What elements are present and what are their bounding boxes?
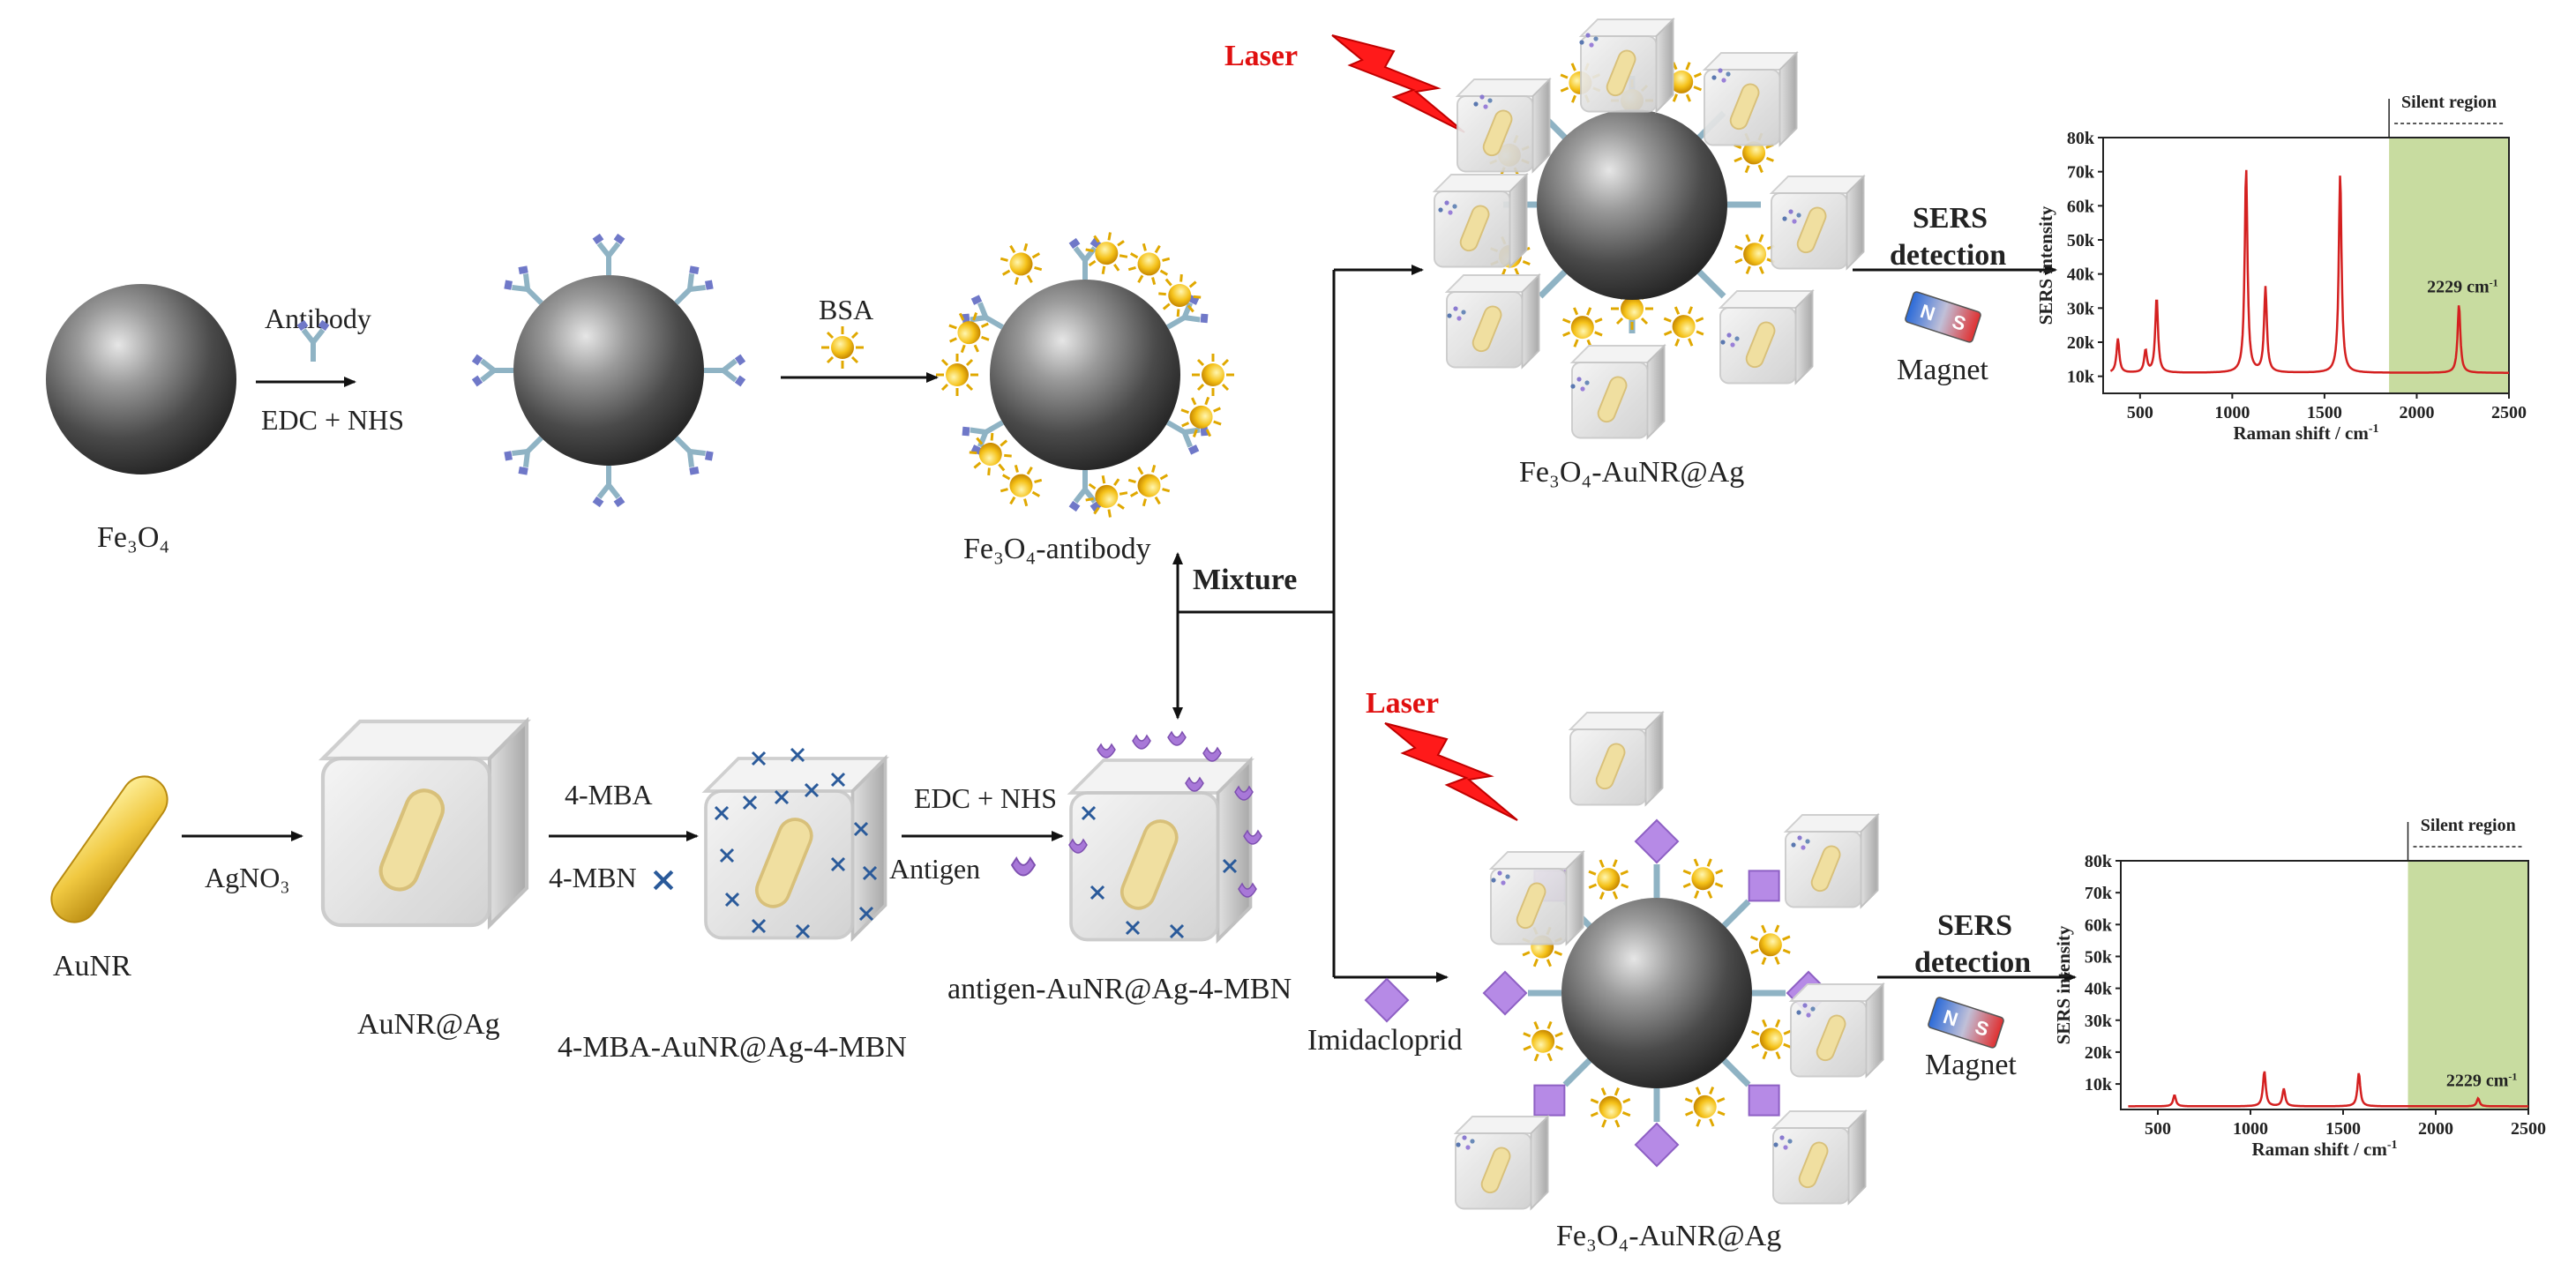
y-tick-label: 70k bbox=[2067, 163, 2095, 183]
silent-region-band bbox=[2389, 138, 2509, 393]
x-tick-label: 1000 bbox=[2214, 403, 2250, 422]
magnet-bottom-label: Magnet bbox=[1925, 1049, 2017, 1081]
sers-bottom-label-2: detection bbox=[1914, 946, 2031, 979]
spectrum-line bbox=[2109, 169, 2509, 374]
laser-top-label: Laser bbox=[1224, 40, 1298, 72]
antibody-reagent-label: Antibody bbox=[265, 303, 371, 334]
x-tick-label: 2000 bbox=[2418, 1119, 2453, 1139]
y-tick-label: 10k bbox=[2085, 1075, 2113, 1094]
mixture-connector bbox=[1172, 265, 1449, 982]
y-axis-title: SERS intensity bbox=[2035, 205, 2056, 325]
fe3o4-antibody-conjugate bbox=[934, 227, 1236, 523]
x-tick-label: 2500 bbox=[2511, 1119, 2546, 1139]
y-tick-label: 30k bbox=[2085, 1012, 2113, 1031]
fe3o4-with-antibodies bbox=[472, 234, 745, 507]
y-axis-title: SERS intensity bbox=[2053, 925, 2074, 1044]
product-bottom-label: Fe₃O₄-AuNR@Ag bbox=[1556, 1220, 1781, 1252]
laser-bottom-icon bbox=[1384, 722, 1518, 821]
laser-top-icon bbox=[1331, 34, 1465, 133]
imidacloprid-label: Imidacloprid bbox=[1307, 1024, 1463, 1057]
fe3o4-aunr-ag-bottom-assembly bbox=[1455, 814, 1884, 1210]
product-top-label: Fe₃O₄-AuNR@Ag bbox=[1519, 456, 1744, 489]
y-tick-label: 80k bbox=[2067, 129, 2095, 148]
y-tick-label: 10k bbox=[2067, 368, 2095, 387]
spectrum-line bbox=[2128, 1071, 2528, 1108]
x-tick-label: 500 bbox=[2127, 403, 2153, 422]
magnet-top-label: Magnet bbox=[1897, 354, 1988, 386]
antigen-aunr-ag-mbn-particle bbox=[1068, 731, 1262, 942]
mbn-icon bbox=[655, 871, 672, 889]
magnet-bottom-icon: N S bbox=[1928, 997, 2004, 1049]
mba-label: 4-MBA bbox=[565, 779, 653, 811]
fe3o4-antibody-label: Fe₃O₄-antibody bbox=[963, 533, 1151, 565]
silent-region-band bbox=[2408, 861, 2528, 1109]
x-axis-title: Raman shift / cm-1 bbox=[2233, 422, 2378, 444]
fe3o4-label: Fe₃O₄ bbox=[97, 521, 169, 554]
edc-nhs-label-2: EDC + NHS bbox=[914, 782, 1057, 814]
y-tick-label: 60k bbox=[2067, 197, 2095, 216]
y-tick-label: 40k bbox=[2085, 980, 2113, 999]
x-tick-label: 500 bbox=[2145, 1119, 2171, 1139]
y-tick-label: 60k bbox=[2085, 915, 2113, 935]
plot-frame bbox=[2120, 860, 2529, 1110]
x-tick-label: 2000 bbox=[2399, 403, 2434, 422]
svg-text:N: N bbox=[1941, 1005, 1961, 1031]
silent-region-label: Silent region bbox=[2401, 93, 2497, 112]
aunr-nanorod bbox=[50, 775, 168, 923]
agno3-label: AgNO₃ bbox=[205, 862, 289, 893]
y-tick-label: 20k bbox=[2067, 333, 2095, 353]
bsa-label: BSA bbox=[819, 294, 873, 325]
plot-frame bbox=[2102, 137, 2510, 394]
sers-spectrum-bottom: 10k 20k 30k 40k 50k 60k 70k 80k 500 1000 1500 2000 2… bbox=[2053, 816, 2546, 1160]
x-tick-label: 1000 bbox=[2233, 1119, 2268, 1139]
mba-aunr-ag-mbn-label: 4-MBA-AuNR@Ag-4-MBN bbox=[558, 1031, 907, 1064]
y-tick-label: 50k bbox=[2085, 947, 2113, 967]
laser-bottom-label: Laser bbox=[1366, 687, 1439, 720]
mba-aunr-ag-mbn-particle bbox=[704, 747, 887, 940]
free-aunr-ag-probe bbox=[1569, 712, 1664, 806]
peak-annotation: 2229 cm-1 bbox=[2427, 276, 2498, 296]
x-tick-label: 2500 bbox=[2491, 403, 2527, 422]
aunr-label: AuNR bbox=[53, 950, 131, 982]
bsa-icon bbox=[820, 325, 865, 370]
fe3o4-nanoparticle bbox=[46, 284, 236, 474]
imidacloprid-icon bbox=[1364, 977, 1410, 1023]
x-tick-label: 1500 bbox=[2307, 403, 2342, 422]
mbn-label: 4-MBN bbox=[549, 862, 637, 893]
y-tick-label: 20k bbox=[2085, 1043, 2113, 1063]
aunr-ag-label: AuNR@Ag bbox=[357, 1008, 500, 1041]
sers-bottom-label-1: SERS bbox=[1937, 909, 2012, 942]
antigen-icon bbox=[1011, 857, 1036, 877]
sers-spectrum-top: 10k 20k 30k 40k 50k 60k 70k 80k 500 1000 1500 2000 2… bbox=[2035, 93, 2527, 444]
y-tick-label: 40k bbox=[2067, 265, 2095, 285]
y-tick-label: 80k bbox=[2085, 852, 2113, 871]
fe3o4-aunr-ag-top-assembly bbox=[1434, 19, 1865, 439]
edc-nhs-label-1: EDC + NHS bbox=[261, 404, 404, 436]
magnet-top-icon: N S bbox=[1905, 291, 1981, 343]
sers-top-label-2: detection bbox=[1890, 239, 2006, 272]
sers-top-label-1: SERS bbox=[1913, 202, 1988, 235]
aunr-ag-core-shell bbox=[323, 721, 527, 925]
antigen-aunr-ag-mbn-label: antigen-AuNR@Ag-4-MBN bbox=[947, 973, 1292, 1005]
x-tick-label: 1500 bbox=[2325, 1119, 2361, 1139]
mixture-label: Mixture bbox=[1193, 564, 1297, 596]
x-axis-title: Raman shift / cm-1 bbox=[2251, 1139, 2397, 1160]
svg-text:N: N bbox=[1918, 300, 1938, 325]
antigen-label: Antigen bbox=[889, 853, 980, 885]
y-tick-label: 30k bbox=[2067, 299, 2095, 318]
y-tick-label: 50k bbox=[2067, 231, 2095, 250]
peak-annotation: 2229 cm-1 bbox=[2446, 1070, 2518, 1090]
silent-region-label: Silent region bbox=[2421, 816, 2516, 835]
y-tick-label: 70k bbox=[2085, 884, 2113, 903]
